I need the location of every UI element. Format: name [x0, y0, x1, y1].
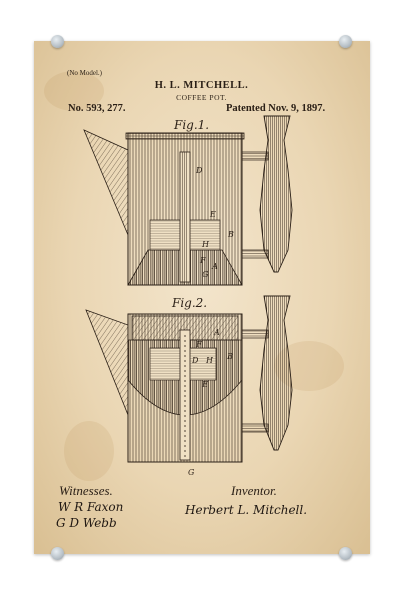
fig2-label-g: G	[188, 468, 195, 477]
fig1-label-d: D	[196, 166, 203, 175]
witness-signature-2: G D Webb	[56, 516, 117, 530]
figure-2-title: Fig.2.	[172, 296, 208, 310]
inventor-name: H. L. MITCHELL.	[154, 80, 249, 91]
fig2-label-b: B	[227, 352, 233, 361]
paper-stain	[64, 421, 114, 481]
patent-number: No. 593, 277.	[68, 103, 126, 114]
fig2-label-d: D	[192, 356, 199, 365]
figure-2-drawing	[85, 295, 293, 463]
fig1-label-a: A	[212, 262, 218, 271]
no-model-note: (No Model.)	[67, 69, 102, 77]
fig2-label-e: E	[202, 380, 208, 389]
figure-1-drawing	[83, 115, 293, 286]
patent-title: COFFEE POT.	[176, 93, 227, 102]
fig1-label-g: G	[202, 270, 209, 279]
inventor-signature: Herbert L. Mitchell.	[185, 503, 308, 517]
mounting-pin-bottom-right	[339, 547, 352, 560]
witness-signature-1: W R Faxon	[58, 500, 124, 514]
patent-poster	[34, 41, 370, 554]
inventor-label: Inventor.	[231, 483, 277, 498]
fig2-label-h: H	[206, 356, 213, 365]
figure-1-title: Fig.1.	[174, 118, 210, 132]
patent-date: Patented Nov. 9, 1897.	[226, 103, 326, 114]
paper-stain	[44, 71, 104, 111]
mounting-pin-top-left	[51, 35, 64, 48]
fig1-label-f: F	[200, 256, 206, 265]
mounting-pin-bottom-left	[51, 547, 64, 560]
fig1-label-h: H	[202, 240, 209, 249]
fig2-label-a: A	[214, 328, 220, 337]
fig1-label-e: E	[210, 210, 216, 219]
mounting-pin-top-right	[339, 35, 352, 48]
fig2-label-f: F	[196, 340, 202, 349]
fig1-label-b: B	[228, 230, 234, 239]
witnesses-label: Witnesses.	[59, 483, 113, 498]
